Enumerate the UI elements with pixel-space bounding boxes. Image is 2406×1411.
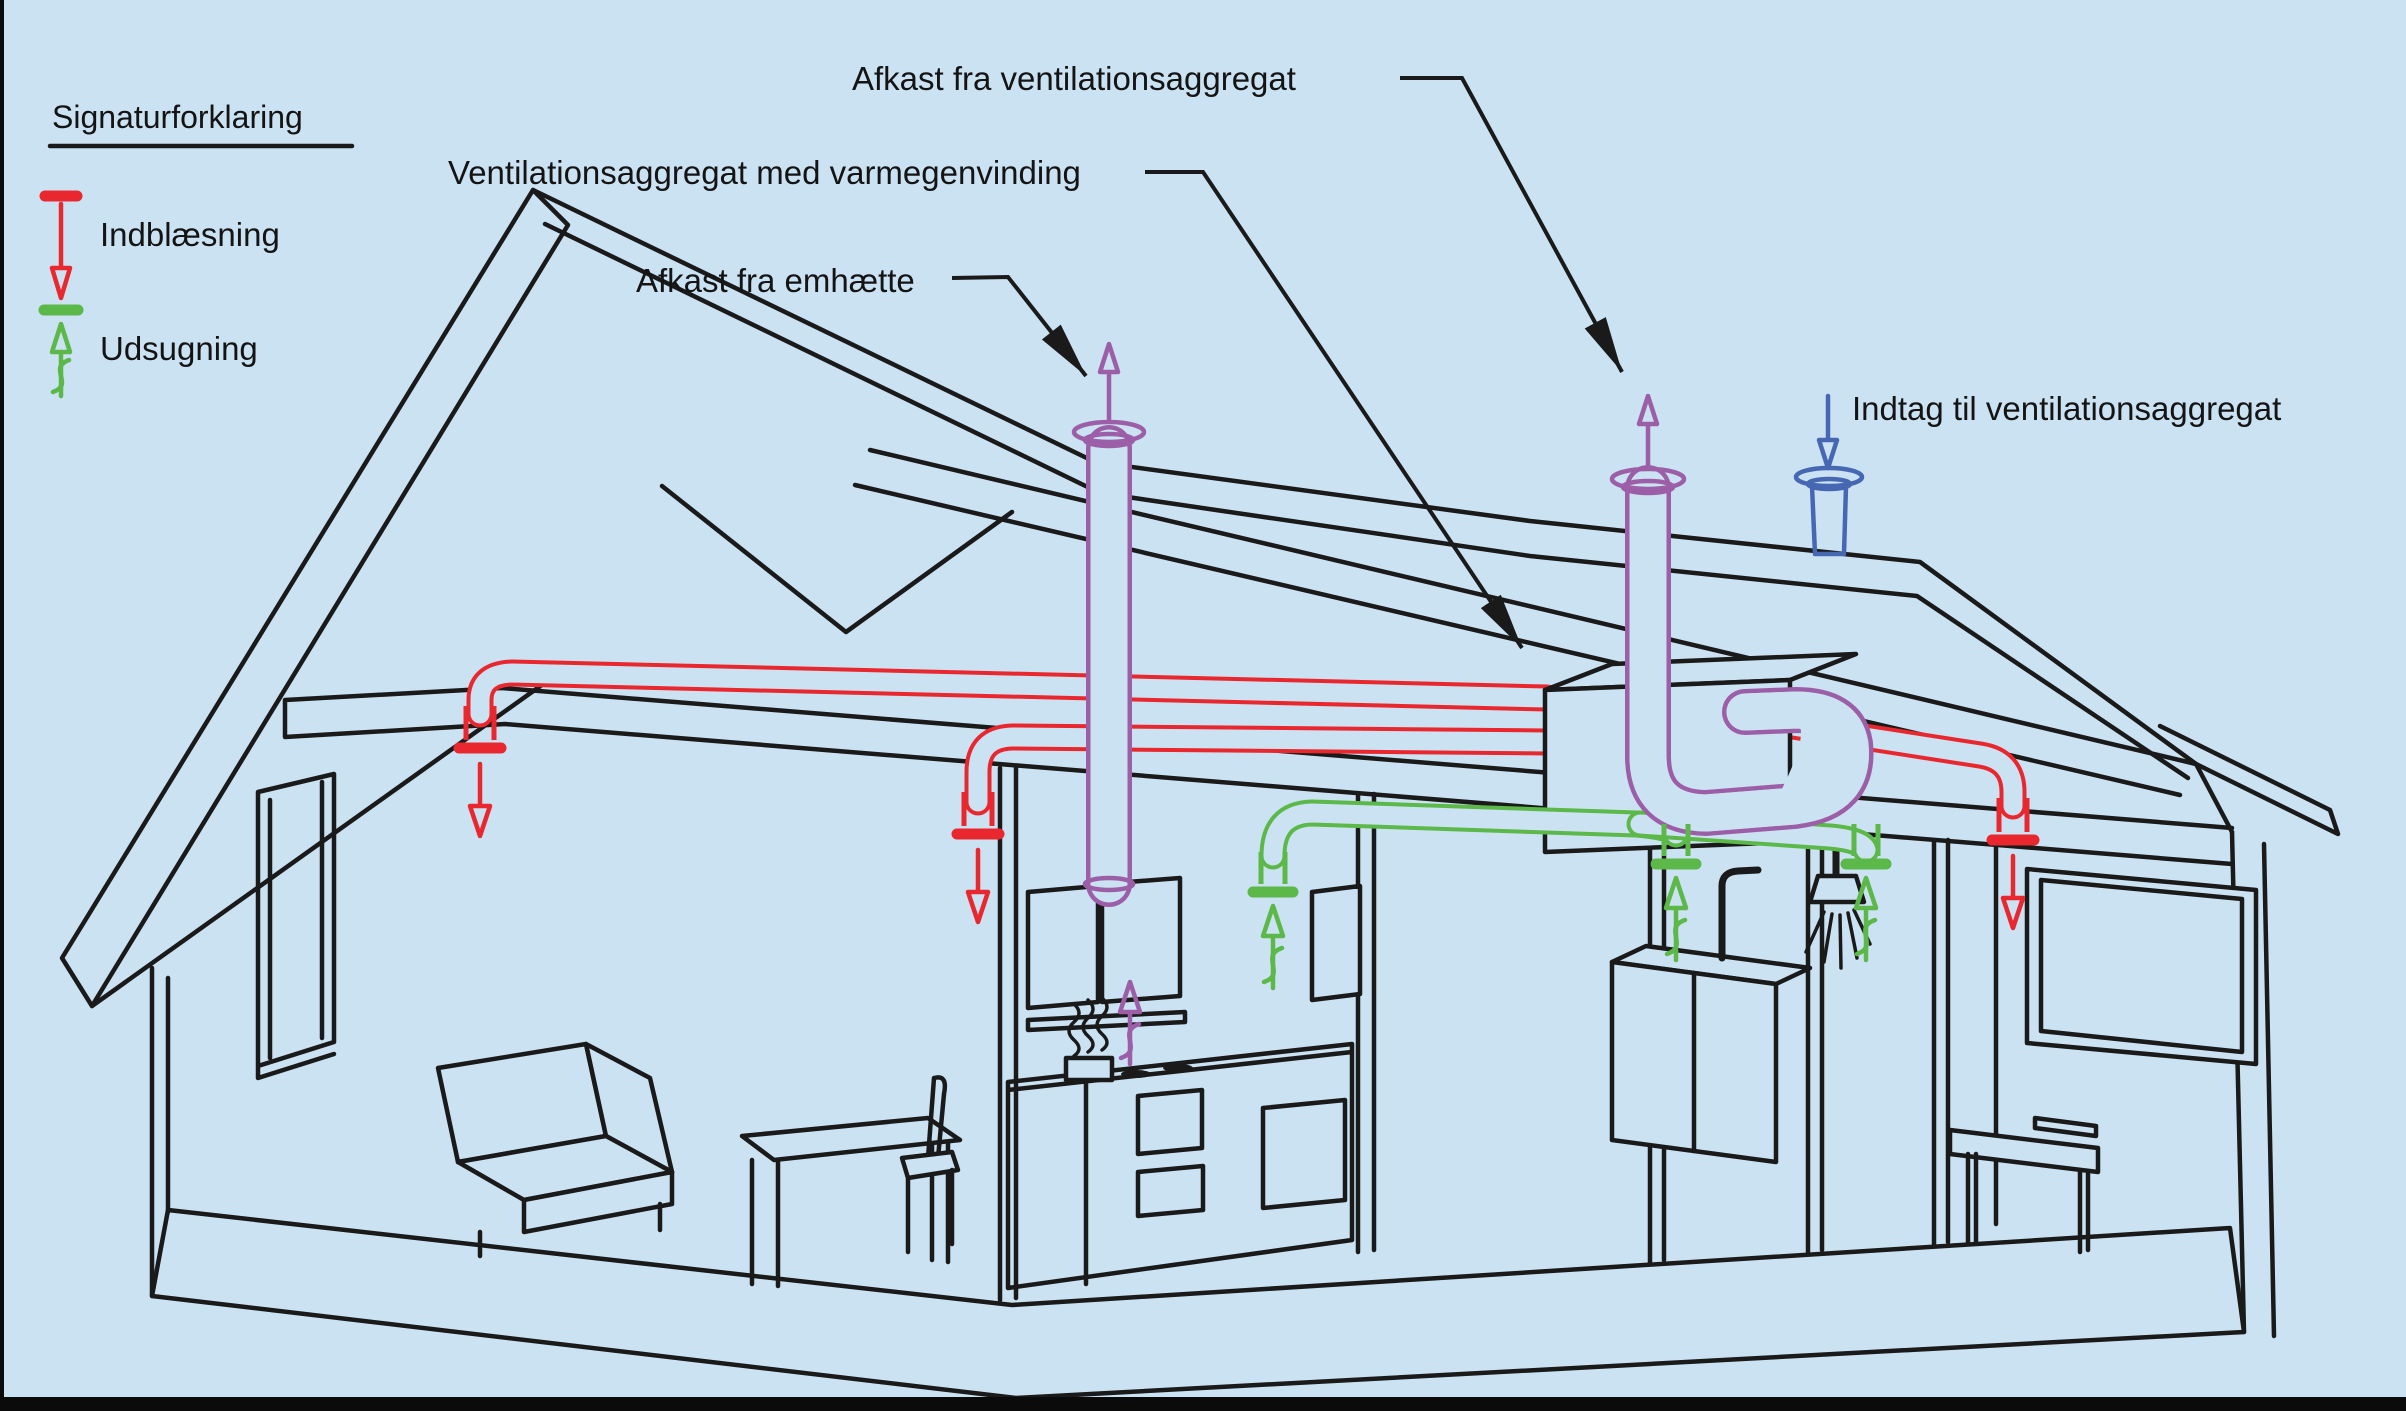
shower-spray <box>1804 908 1872 970</box>
intake-stub <box>1793 465 1865 557</box>
label-afkast-emhaette: Afkast fra emhætte <box>636 262 915 299</box>
extract-valve-shower <box>1840 824 1892 963</box>
chair <box>899 1075 961 1255</box>
partition-wall-bedroom <box>1931 837 1999 1247</box>
supply-valve-bedroom <box>1986 798 2040 931</box>
extract-valve-bath <box>1650 824 1702 963</box>
kitchen-upper-cabinets <box>1025 875 1188 1033</box>
roof-left-verge <box>59 187 571 1009</box>
steam-lines <box>1067 996 1109 1058</box>
shower <box>1804 842 1872 970</box>
partition-wall-kitchen-left <box>997 763 1019 1303</box>
annotation-leaders <box>951 76 1624 650</box>
roof-far-eave <box>530 187 2199 781</box>
cooker-hood-duct <box>1071 419 1147 907</box>
supply-valve-dining <box>951 792 1005 925</box>
sofa <box>435 1041 675 1259</box>
partition-wall-kitchen-right <box>1355 791 1377 1255</box>
label-indtag: Indtag til ventilationsaggregat <box>1852 390 2281 427</box>
legend-supply-label: Indblæsning <box>100 216 280 253</box>
cooking-pot <box>1063 996 1115 1083</box>
bathroom-cabinet <box>1609 866 1813 1165</box>
house-interior <box>255 763 2259 1303</box>
leader-afkast-aggregat <box>1400 76 1624 373</box>
legend: Signaturforklaring Indblæsning Udsugning <box>38 99 355 399</box>
kitchen-wall-cabinet <box>1309 883 1363 1003</box>
legend-extract-icon <box>38 304 84 399</box>
supply-valve-living <box>453 706 507 839</box>
roof-underside <box>89 669 563 1009</box>
legend-supply-icon <box>39 190 83 301</box>
left-wall <box>149 965 171 1299</box>
label-afkast-aggregat: Afkast fra ventilationsaggregat <box>852 60 1296 97</box>
left-border <box>0 0 4 1411</box>
leader-aggregat <box>1145 170 1524 650</box>
leader-afkast-emhaette <box>951 274 1088 378</box>
extract-valve-kitchen-ceiling <box>1247 852 1299 991</box>
bedroom-bench <box>1947 1115 2101 1255</box>
shower-head <box>1807 873 1867 905</box>
right-window <box>2024 866 2259 1067</box>
label-aggregat: Ventilationsaggregat med varmegenvinding <box>448 154 1081 191</box>
intake-arrow <box>1816 393 1840 471</box>
bottom-border <box>0 1397 2406 1411</box>
exhaust-arrow-unit-chimney <box>1636 393 1660 470</box>
cooktop-burner <box>1163 1064 1193 1072</box>
roof-right-overhang <box>2157 723 2341 837</box>
legend-title: Signaturforklaring <box>52 99 303 135</box>
exhaust-duct-unit <box>1609 465 1874 836</box>
cooktop-burner <box>1121 1070 1151 1078</box>
kitchen-counter <box>1005 1041 1355 1291</box>
dining-table <box>739 1115 963 1289</box>
hood-extract-arrow <box>1117 979 1143 1067</box>
ceiling-edge <box>282 685 2235 867</box>
supply-duct-network <box>466 659 2027 820</box>
legend-extract-label: Udsugning <box>100 330 258 367</box>
roof-braces <box>659 483 1015 635</box>
left-window <box>255 771 337 1081</box>
exhaust-arrow-hood-chimney <box>1097 341 1121 423</box>
floor-slab <box>149 1207 2247 1401</box>
